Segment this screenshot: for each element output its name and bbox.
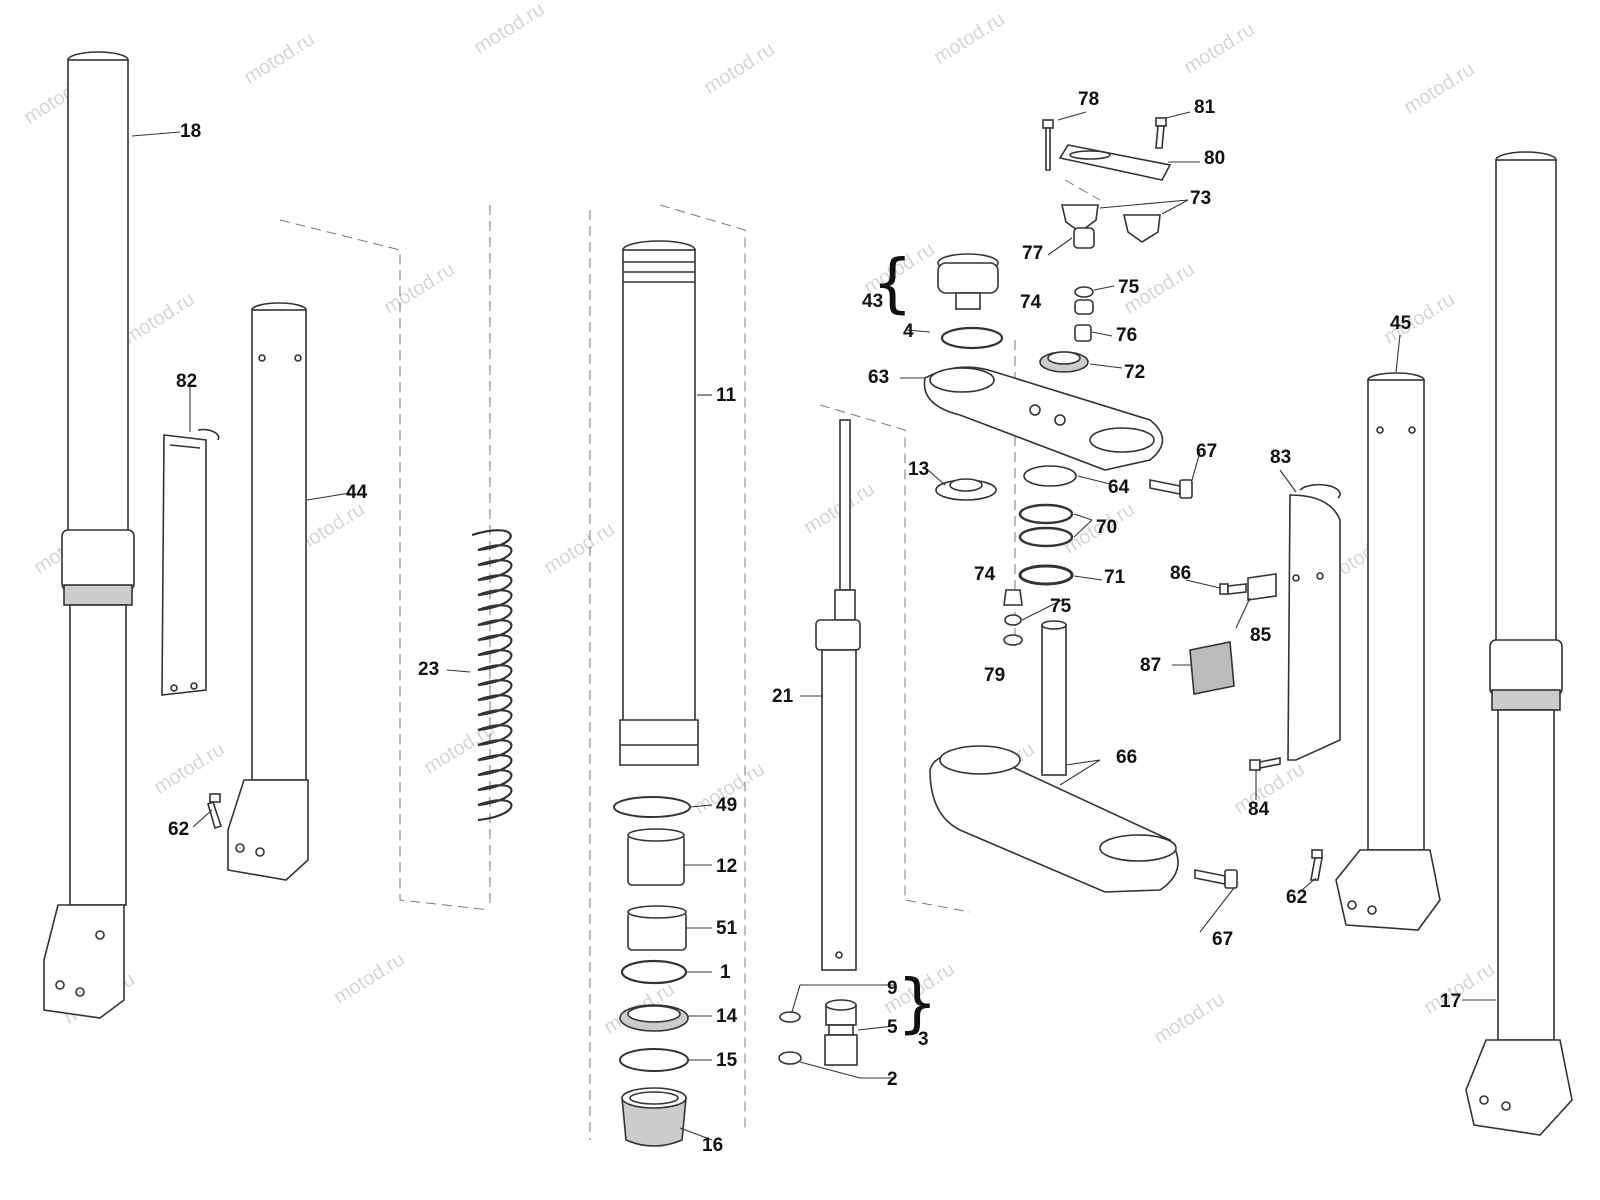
brace-43: { (872, 247, 913, 321)
callout-49: 49 (716, 795, 738, 816)
callout-62-left: 62 (168, 819, 190, 840)
callout-74-top: 74 (1020, 292, 1042, 313)
callout-21: 21 (772, 686, 794, 707)
rubber-74-top (1074, 299, 1094, 315)
upper-triple-clamp-63 (923, 366, 1164, 471)
callout-13: 13 (908, 459, 930, 480)
bolt-86 (1219, 583, 1247, 595)
callout-14: 14 (716, 1006, 738, 1027)
reflector-87 (1189, 641, 1235, 695)
callout-45: 45 (1390, 313, 1412, 334)
outer-tube-44 (227, 302, 309, 881)
nut-79 (1003, 634, 1023, 646)
callout-81: 81 (1194, 97, 1216, 118)
callout-63: 63 (868, 367, 890, 388)
oring-2 (778, 1051, 802, 1065)
fork-cap-43 (937, 253, 999, 310)
oring-9 (779, 1011, 801, 1023)
callout-67-upper: 67 (1196, 441, 1218, 462)
brace-3: { (897, 967, 938, 1041)
fork-guard-83 (1287, 483, 1341, 761)
callout-76: 76 (1116, 325, 1138, 346)
clamp-85 (1247, 573, 1277, 601)
callout-62-right: 62 (1286, 887, 1308, 908)
riser-73 (1060, 204, 1161, 243)
callout-5: 5 (887, 1017, 898, 1038)
callout-86: 86 (1170, 563, 1192, 584)
washer-75-bottom (1004, 614, 1022, 626)
callout-23: 23 (418, 659, 440, 680)
seal-71 (1018, 564, 1074, 586)
steering-nut-72 (1039, 351, 1089, 373)
rubber-74-bottom (1003, 589, 1023, 606)
inner-tube-11 (619, 240, 699, 766)
bearing-70 (1018, 503, 1074, 548)
callout-17: 17 (1440, 991, 1462, 1012)
washer-13 (935, 478, 997, 501)
callout-66: 66 (1116, 747, 1138, 768)
bolt-84 (1249, 757, 1281, 771)
callout-77: 77 (1022, 243, 1044, 264)
callout-12: 12 (716, 856, 738, 877)
fork-leg-18 (43, 51, 135, 1019)
callout-74-bottom: 74 (974, 564, 996, 585)
callout-73: 73 (1190, 188, 1212, 209)
callout-75-bottom: 75 (1050, 596, 1072, 617)
fork-guard-82 (161, 428, 220, 696)
callout-72: 72 (1124, 362, 1146, 383)
callout-4: 4 (903, 321, 914, 342)
oring-4 (940, 326, 1004, 350)
valve-5 (824, 999, 858, 1066)
callout-78: 78 (1078, 89, 1100, 110)
lower-triple-clamp-66 (929, 620, 1179, 893)
bush-51 (627, 905, 687, 951)
callout-79: 79 (984, 665, 1006, 686)
callout-80: 80 (1204, 148, 1226, 169)
snap-ring-15 (619, 1048, 689, 1072)
callout-87: 87 (1140, 655, 1162, 676)
bolt-67-upper (1149, 479, 1193, 499)
callout-3: 3 (918, 1029, 929, 1050)
washer-75-top (1074, 286, 1094, 298)
bolt-81 (1155, 117, 1167, 149)
callout-85: 85 (1250, 625, 1272, 646)
spring-23 (471, 529, 513, 822)
handlebar-clamp-80 (1058, 144, 1172, 181)
bush-77 (1073, 227, 1095, 249)
callout-83: 83 (1270, 447, 1292, 468)
bush-76 (1074, 324, 1092, 342)
bolt-78 (1042, 119, 1054, 171)
bolt-62-left (207, 793, 223, 830)
callout-75-top: 75 (1118, 277, 1140, 298)
callout-84: 84 (1248, 799, 1270, 820)
callout-15: 15 (716, 1050, 738, 1071)
bolt-62-right (1310, 849, 1323, 881)
callout-70: 70 (1096, 517, 1118, 538)
callout-2: 2 (887, 1069, 898, 1090)
bush-12 (627, 828, 685, 886)
callout-16: 16 (702, 1135, 724, 1156)
callout-9: 9 (887, 978, 898, 999)
circlip-49 (613, 796, 691, 818)
oil-seal-14 (619, 1004, 689, 1032)
fork-leg-17 (1465, 151, 1573, 1136)
callout-43: 43 (862, 291, 884, 312)
callout-18: 18 (180, 121, 202, 142)
damper-rod-21 (815, 419, 861, 971)
callout-44: 44 (346, 482, 368, 503)
washer-1 (620, 959, 688, 985)
callout-67-lower: 67 (1212, 929, 1234, 950)
callout-64: 64 (1108, 477, 1130, 498)
bolt-67-lower (1194, 869, 1238, 889)
callout-51: 51 (716, 918, 738, 939)
callout-1: 1 (720, 962, 731, 983)
outer-tube-45 (1335, 372, 1441, 931)
callout-11: 11 (716, 385, 737, 406)
callout-82: 82 (176, 371, 198, 392)
callout-71: 71 (1104, 567, 1126, 588)
dust-seal-16 (621, 1087, 687, 1147)
bearing-cover-64 (1023, 465, 1077, 487)
